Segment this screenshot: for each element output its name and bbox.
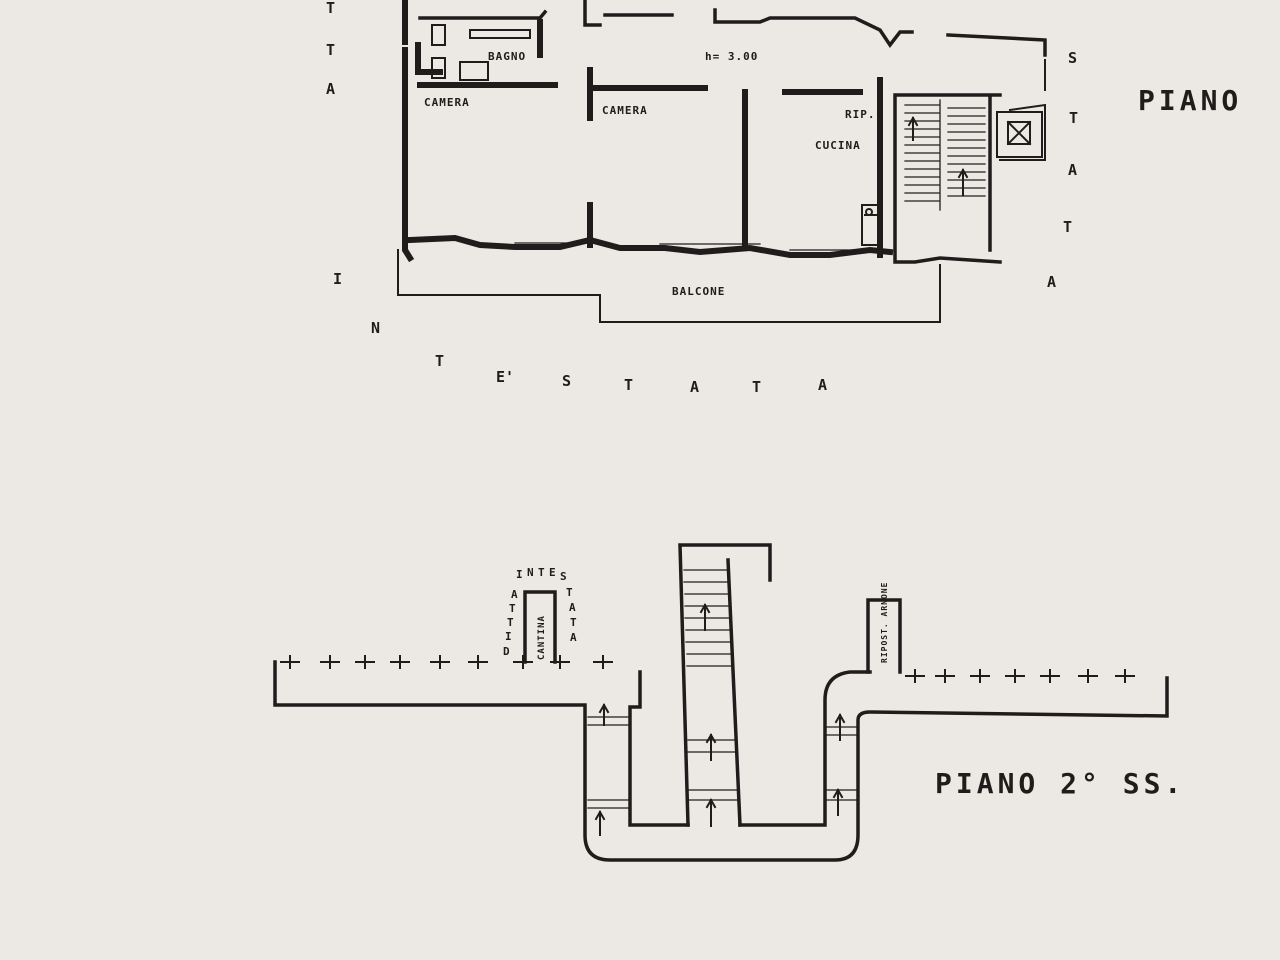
svg-text:T: T (509, 602, 516, 615)
label-camera-1: CAMERA (424, 96, 470, 109)
surround-right-letters: S T A T A (1047, 49, 1078, 291)
svg-text:T: T (435, 352, 444, 370)
label-cantina: CANTINA (537, 615, 547, 660)
svg-text:E: E (549, 566, 556, 579)
svg-text:T: T (752, 378, 761, 396)
svg-text:A: A (1068, 161, 1077, 179)
svg-text:T: T (326, 0, 335, 17)
svg-text:D: D (503, 645, 510, 658)
svg-text:A: A (326, 80, 335, 98)
right-cellar-ticks (905, 669, 1135, 683)
label-height: h= 3.00 (705, 50, 758, 63)
svg-text:T: T (538, 566, 545, 579)
ditta-intestata-arc: D I T T A I N T E S T A T A (503, 566, 577, 658)
lower-corridor-inner (628, 670, 872, 827)
svg-text:S: S (562, 372, 571, 390)
upper-left-outer-wall (397, 249, 941, 323)
svg-text:T: T (1069, 109, 1078, 127)
upper-kitchen-burner (865, 208, 873, 216)
label-bagno: BAGNO (488, 50, 526, 63)
svg-text:T: T (566, 586, 573, 599)
lower-left-ramp-stairs (587, 702, 629, 836)
svg-text:T: T (624, 376, 633, 394)
upper-stair-wall (893, 93, 1002, 264)
cantina-box (523, 590, 557, 664)
svg-text:N: N (527, 566, 534, 579)
svg-text:I: I (505, 630, 512, 643)
upper-floor-title: PIANO (1138, 84, 1242, 117)
svg-text:T: T (570, 616, 577, 629)
label-rip: RIP. (845, 108, 876, 121)
svg-text:T: T (1063, 218, 1072, 236)
lower-floor-plan: CANTINA D I T T A I N T E S T A T A RIPO… (273, 543, 1185, 862)
svg-text:T: T (507, 616, 514, 629)
label-ripost: RIPOST. ARNONE (880, 582, 889, 663)
upper-top-wall (418, 0, 1047, 57)
ripost-box (866, 598, 902, 674)
lower-right-ramp-stairs (824, 712, 859, 816)
svg-text:A: A (690, 378, 699, 396)
lower-floor-title: PIANO 2° SS. (935, 767, 1185, 800)
svg-text:A: A (818, 376, 827, 394)
label-camera-2: CAMERA (602, 104, 648, 117)
left-cellar-ticks (280, 655, 613, 669)
lower-central-staircase (678, 543, 772, 827)
lift-shaft-icon (996, 111, 1043, 158)
upper-bath-fixtures (431, 24, 531, 81)
svg-text:N: N (371, 319, 380, 337)
upper-left-wall (402, 0, 415, 263)
svg-text:A: A (511, 588, 518, 601)
svg-text:I: I (516, 568, 523, 581)
svg-text:A: A (569, 601, 576, 614)
label-balcone: BALCONE (672, 285, 725, 298)
upper-floor-plan: BAGNO CAMERA CAMERA h= 3.00 RIP. CUCINA … (326, 0, 1242, 396)
upper-interior-walls (415, 19, 883, 258)
svg-text:A: A (1047, 273, 1056, 291)
lower-corridor-outline (273, 660, 1169, 862)
upper-staircase (904, 99, 986, 211)
surround-bottom-letters: I N T E' S T A T A (333, 270, 827, 396)
upper-front-wall (406, 234, 894, 258)
svg-text:S: S (1068, 49, 1077, 67)
svg-text:I: I (333, 270, 342, 288)
svg-text:A: A (570, 631, 577, 644)
svg-text:S: S (560, 570, 567, 583)
label-cucina: CUCINA (815, 139, 861, 152)
surround-left-letters: T T A (326, 0, 335, 98)
svg-text:T: T (326, 41, 335, 59)
upper-right-outer-wall (999, 59, 1046, 161)
svg-text:E': E' (496, 368, 514, 386)
